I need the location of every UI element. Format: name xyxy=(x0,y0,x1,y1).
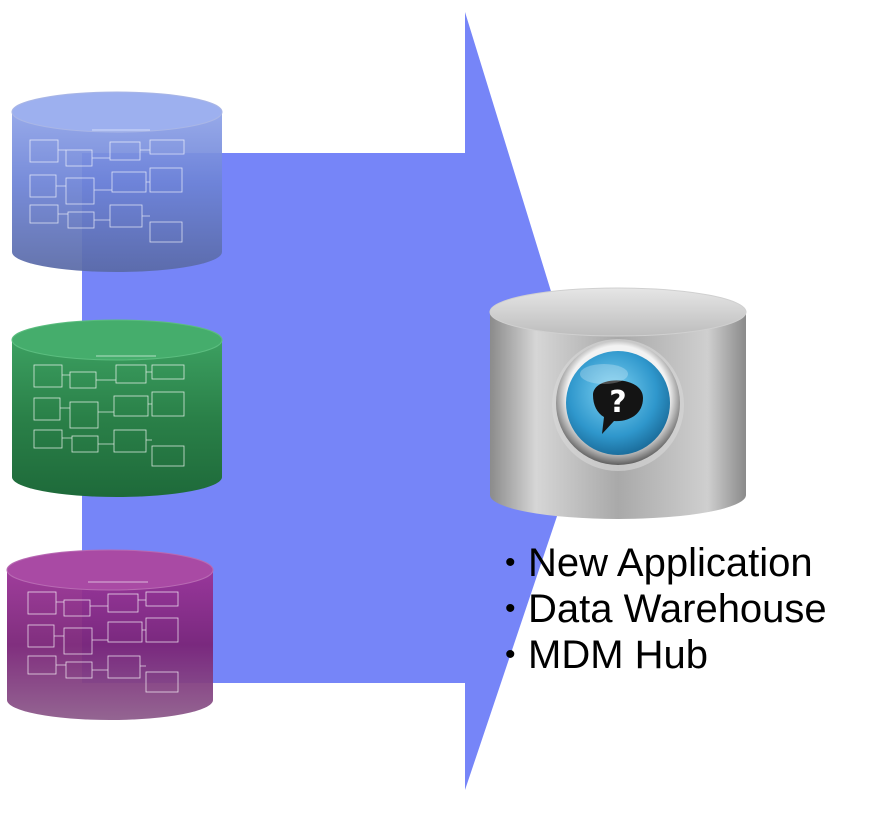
schema-diagram-purple xyxy=(27,581,179,693)
list-item: • New Application xyxy=(505,540,827,586)
svg-text:?: ? xyxy=(609,385,626,420)
source-db-blue xyxy=(11,91,223,272)
question-speech-bubble-icon: ? xyxy=(552,339,684,471)
list-item: • MDM Hub xyxy=(505,632,827,678)
schema-diagram-green xyxy=(33,355,185,467)
schema-diagram-blue xyxy=(29,129,185,243)
bullet-icon: • xyxy=(505,546,516,579)
list-item: • Data Warehouse xyxy=(505,586,827,632)
bullet-icon: • xyxy=(505,638,516,671)
target-db: ? xyxy=(489,287,747,519)
target-uses-list: • New Application • Data Warehouse • MDM… xyxy=(505,540,827,678)
target-use-data-warehouse: Data Warehouse xyxy=(528,587,827,631)
target-use-new-application: New Application xyxy=(528,541,813,585)
source-db-green xyxy=(11,319,223,497)
target-use-mdm-hub: MDM Hub xyxy=(528,633,709,677)
bullet-icon: • xyxy=(505,592,516,625)
source-db-purple xyxy=(6,549,214,720)
